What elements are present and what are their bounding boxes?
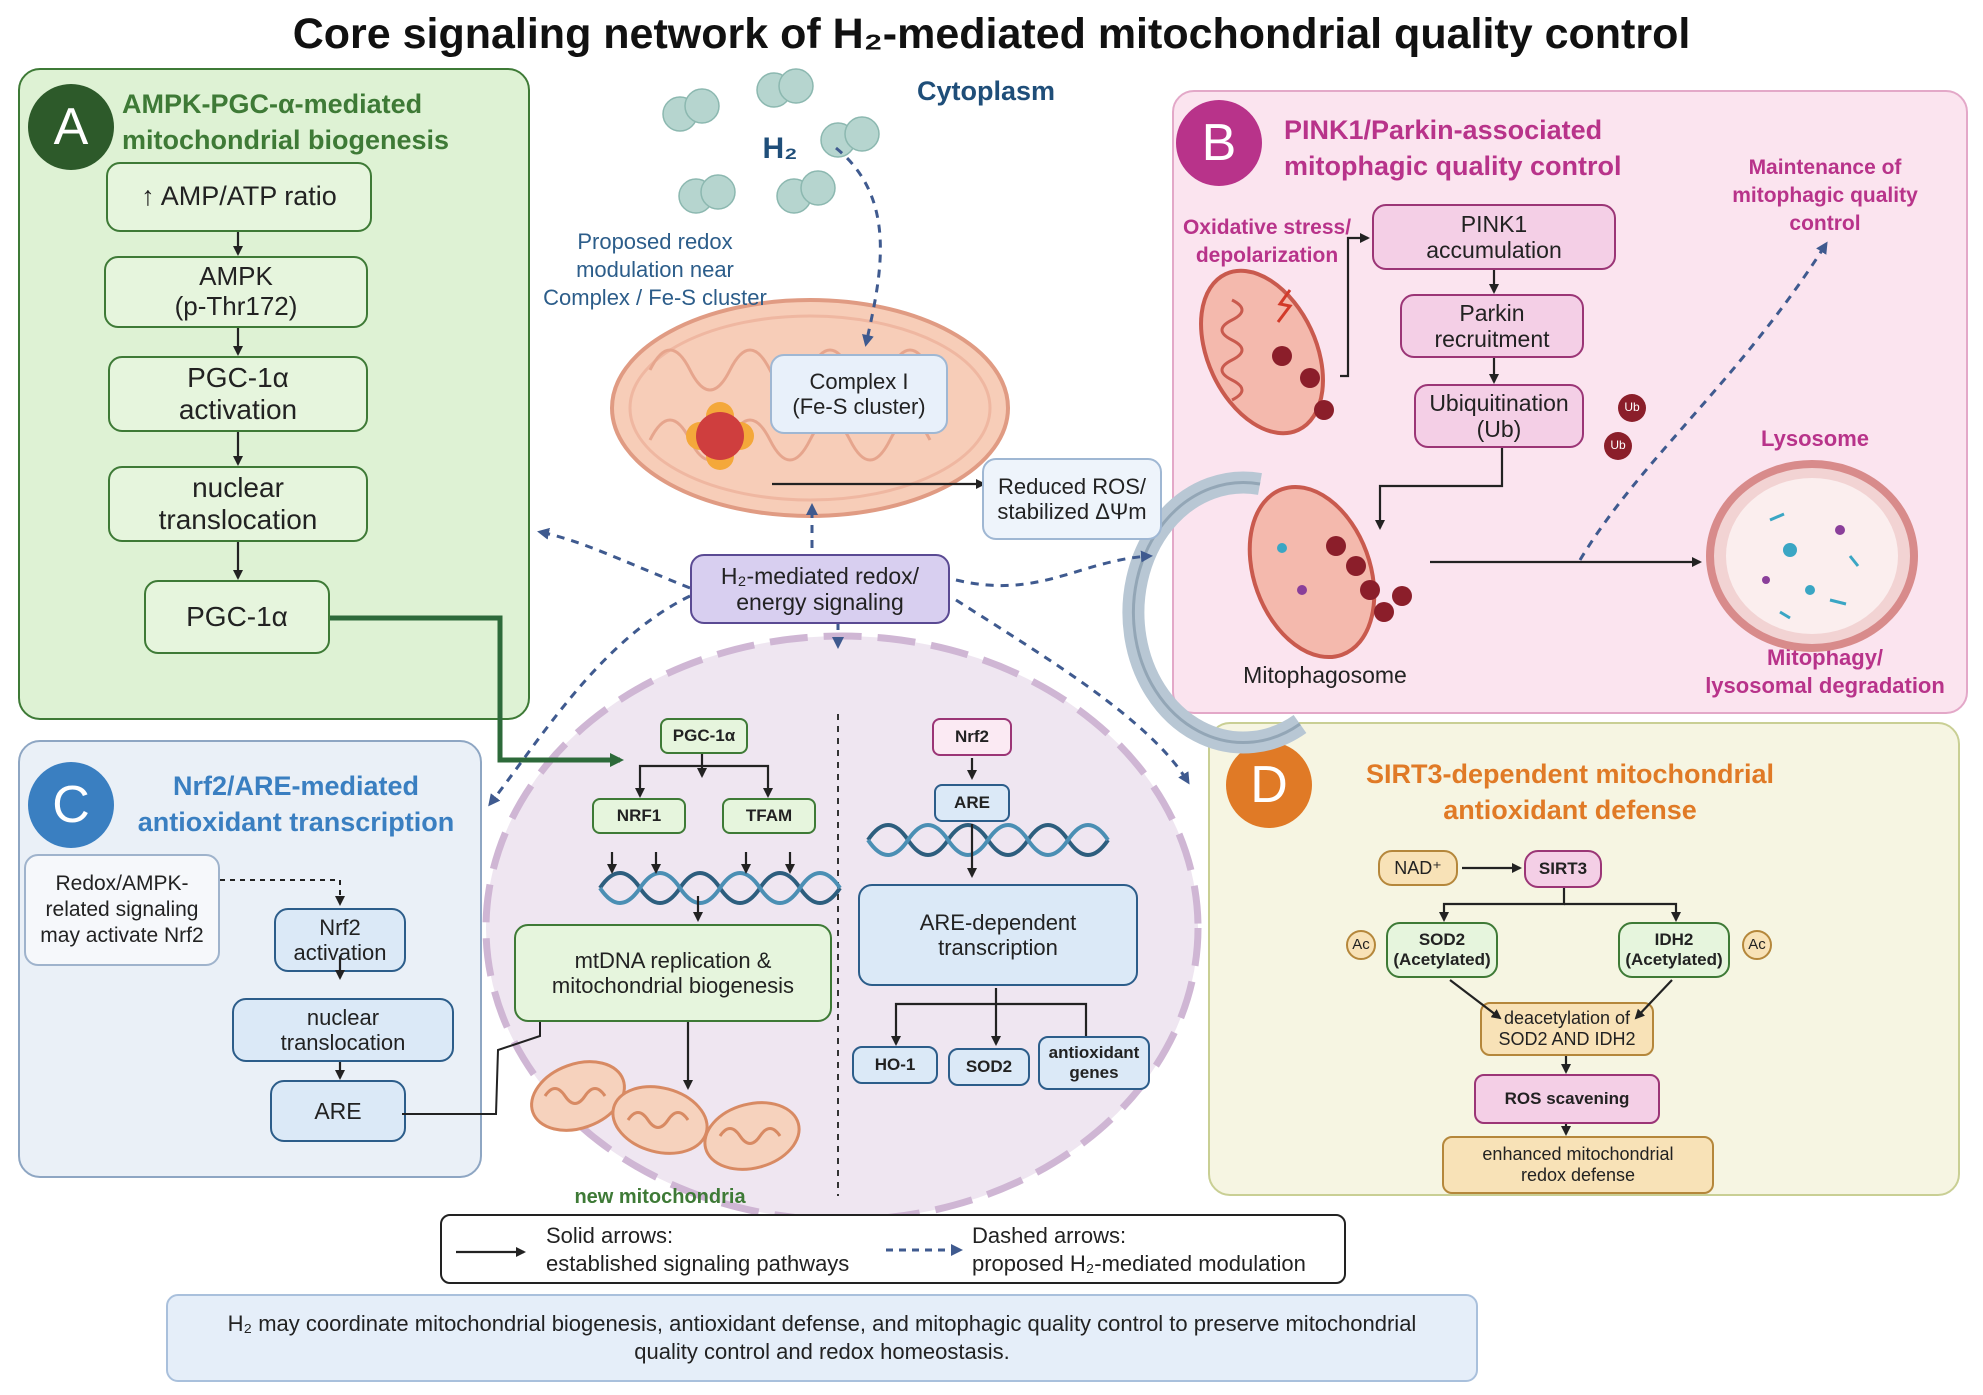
parkin-box: Parkin recruitment	[1400, 294, 1584, 358]
panel-b-badge: B	[1176, 100, 1262, 186]
ac-left-badge: Ac	[1346, 930, 1376, 960]
mitophagosome-label: Mitophagosome	[1243, 662, 1407, 688]
summary-box: H₂ may coordinate mitochondrial biogenes…	[166, 1294, 1478, 1382]
panel-a-nuclear-translocation-box: nuclear translocation	[108, 466, 368, 542]
ub-free-2	[1604, 432, 1632, 460]
c-nuclear-translocation-box: nuclear translocation	[232, 998, 454, 1062]
nucleus-pgc-box: PGC-1α	[660, 718, 748, 754]
solid-lines	[402, 1022, 541, 1115]
ros-scavening-box: ROS scavening	[1474, 1074, 1660, 1124]
ac-right-badge: Ac	[1742, 930, 1772, 960]
dna-helix-left	[598, 871, 842, 905]
mtdna-box: mtDNA replication &mitochondrial biogene…	[514, 924, 832, 1022]
ubiquitination-box: Ubiquitination (Ub)	[1414, 384, 1584, 448]
ho1-box: HO-1	[852, 1046, 938, 1084]
sod2-acetylated-box: SOD2(Acetylated)	[1386, 922, 1498, 978]
ub-free-1	[1618, 394, 1646, 422]
c-are-box: ARE	[270, 1080, 406, 1142]
panel-a-badge: A	[28, 84, 114, 170]
cytoplasm-label: Cytoplasm	[916, 76, 1056, 106]
ub-label-2: Ub	[1610, 438, 1626, 452]
h2-label: H₂	[762, 132, 798, 165]
panel-a-pgc-activation-box: PGC-1α activation	[108, 356, 368, 432]
damaged-mitochondrion	[1199, 268, 1334, 436]
legend-solid-text: Solid arrows:established signaling pathw…	[546, 1223, 850, 1276]
tfam-box: TFAM	[722, 798, 816, 834]
lysosome-graphic	[1706, 460, 1918, 652]
mitophagy-degradation-label: Mitophagy/lysosomal degradation	[1705, 645, 1945, 698]
new-mitochondria-label: new mitochondria	[574, 1186, 746, 1208]
oxidative-stress-label: Oxidative stress/depolarization	[1182, 216, 1352, 267]
h2-molecules	[662, 68, 880, 214]
panel-a-ampk-box: AMPK (p-Thr172)	[104, 256, 368, 328]
panel-a-pgc-box: PGC-1α	[144, 580, 330, 654]
pink1-box: PINK1 accumulation	[1372, 204, 1616, 270]
reduced-ros-box: Reduced ROS/stabilized ΔΨm	[982, 458, 1162, 540]
nucleus-nrf2-box: Nrf2	[932, 718, 1012, 756]
nucleus-sod2-box: SOD2	[948, 1048, 1030, 1086]
complex-i-box: Complex I(Fe-S cluster)	[770, 354, 948, 434]
nucleus-are-box: ARE	[934, 784, 1010, 822]
redox-to-nrf2-arrow	[220, 879, 345, 906]
mitophagosome-graphic	[1122, 471, 1412, 754]
idh2-acetylated-box: IDH2(Acetylated)	[1618, 922, 1730, 978]
dashed-arrows	[488, 146, 1828, 807]
page-title: Core signaling network of H₂-mediated mi…	[292, 10, 1691, 58]
nrf1-box: NRF1	[592, 798, 686, 834]
nad-box: NAD⁺	[1378, 850, 1458, 886]
panel-d-badge: D	[1226, 742, 1312, 828]
pgc-to-nucleus-arrow	[330, 615, 624, 767]
new-mitochondria	[530, 1060, 801, 1171]
ub-label-1: Ub	[1624, 400, 1640, 414]
sirt3-box: SIRT3	[1524, 850, 1602, 888]
solid-arrows	[233, 232, 1702, 1136]
dna-helix-right	[866, 823, 1110, 857]
central-signaling-box: H₂-mediated redox/energy signaling	[690, 554, 950, 624]
panel-a-amp-atp-box: ↑ AMP/ATP ratio	[106, 162, 372, 232]
legend-dashed-text: Dashed arrows:proposed H₂-mediated modul…	[972, 1223, 1306, 1276]
lysosome-label: Lysosome	[1760, 426, 1869, 451]
panel-c-badge: C	[28, 762, 114, 848]
